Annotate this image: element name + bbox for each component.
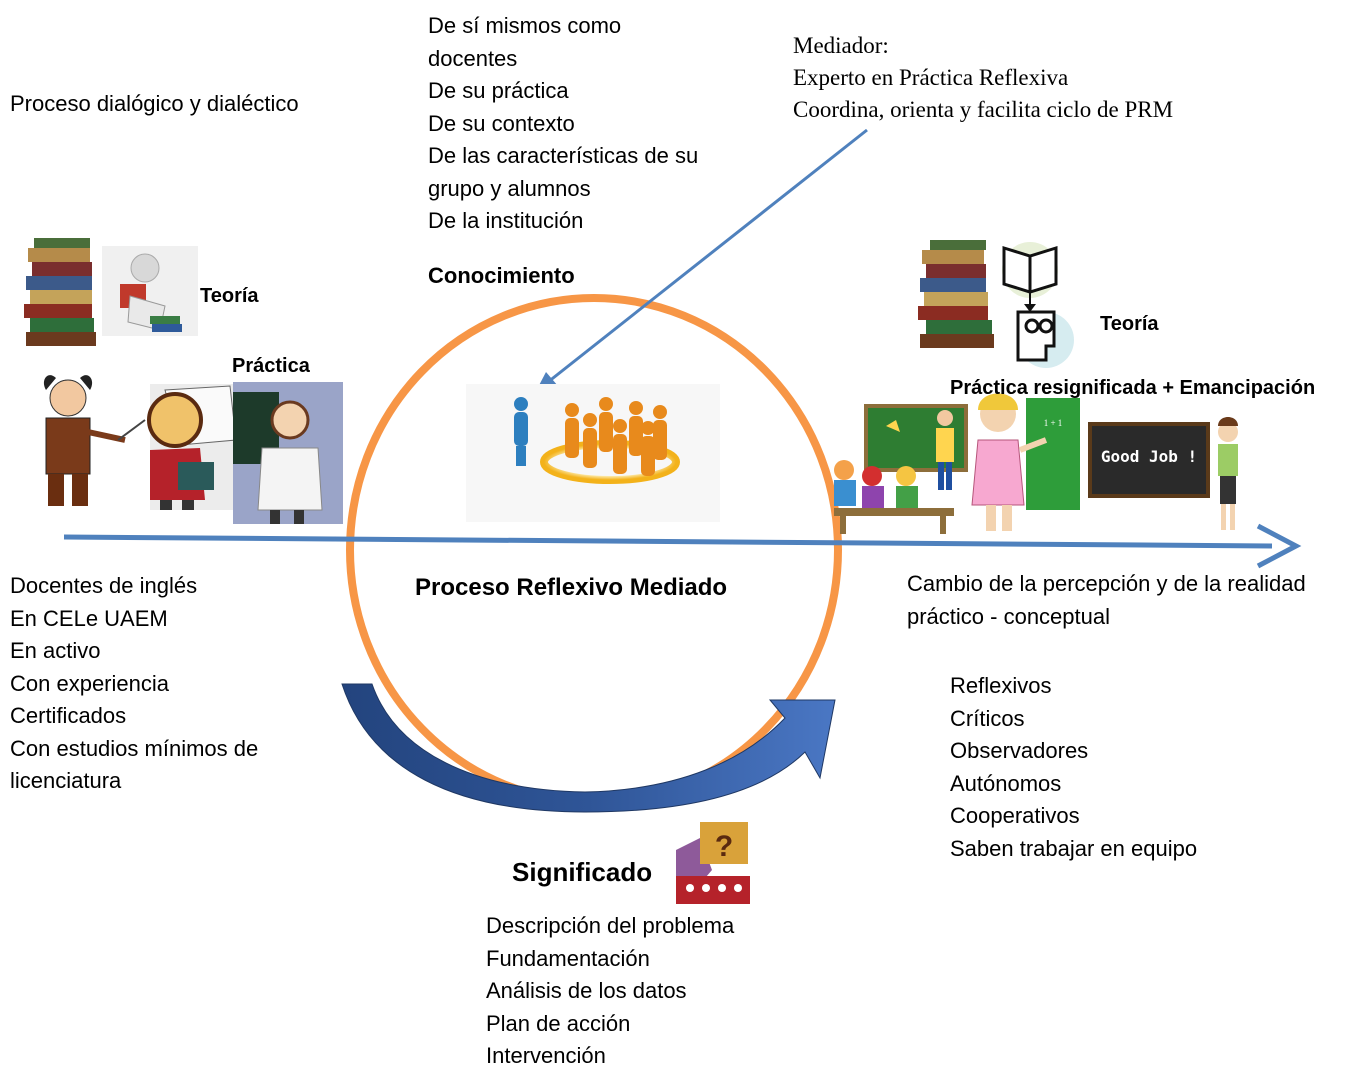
trait-item: Saben trabajar en equipo [950,835,1198,861]
trait-item: Autónomos [950,770,1062,796]
trait-item: Reflexivos [950,673,1052,698]
people-group-icon [466,384,720,522]
reflective-process-circle [346,294,842,806]
knowledge-item: De su contexto [428,110,575,136]
trait-item: Cooperativos [950,803,1080,828]
teacher-profile-item: En activo [10,638,101,663]
knowledge-item: De sí mismos como [428,13,622,38]
svg-text:?: ? [715,830,733,863]
teacher-profile-item: licenciatura [10,768,122,793]
timeline-arrowhead [1256,523,1302,569]
books-stack-icon-right [918,240,994,348]
teacher-profile-item: Docentes de inglés [10,573,198,598]
mediator-box: Mediador: Experto en Práctica Reflexiva … [793,30,1173,126]
knowledge-title: Conocimiento [428,263,575,288]
teacher-profile-list: Docentes de inglés En CELe UAEM En activ… [10,570,258,798]
cycle-curved-arrow [341,683,836,813]
smiling-teacher-icon: 1 + 1 [971,393,1080,531]
knowledge-item: docentes [428,45,518,71]
mediator-line: Mediador: [793,33,889,58]
reading-figure-icon [102,246,198,336]
circle-title: Proceso Reflexivo Mediado [415,574,728,601]
left-practice-label: Práctica [232,355,310,377]
process-label: Proceso dialógico y dialéctico [10,91,299,116]
books-stack-icon-left [24,238,96,346]
cycle-step: Análisis de los datos [486,978,687,1003]
change-line: práctico - conceptual [907,603,1110,629]
open-book-to-thinker-icon [1002,242,1074,368]
traits-list: Reflexivos Críticos Observadores Autónom… [950,670,1197,865]
teacher-profile-item: Con experiencia [10,670,169,696]
teacher-with-pointer-icon [43,375,146,506]
timeline-arrow-line [63,534,1273,549]
left-theory-label: Teoría [200,285,259,307]
knowledge-item: De la institución [428,208,584,233]
board-equation: 1 + 1 [1044,418,1063,428]
question-thinker-icon: ? [676,822,750,904]
trait-item: Observadores [950,738,1089,763]
right-practice-label: Práctica resignificada + Emancipación [950,377,1316,399]
cycle-step: Descripción del problema [486,913,735,938]
knowledge-list: De sí mismos como docentes De su práctic… [428,10,698,238]
student-with-book-icon [147,384,238,510]
knowledge-item: De su práctica [428,78,569,103]
teacher-profile-item: En CELe UAEM [10,605,168,631]
knowledge-item: grupo y alumnos [428,175,591,201]
right-theory-label: Teoría [1100,313,1159,335]
mediator-line: Coordina, orienta y facilita ciclo de PR… [793,97,1174,122]
change-description: Cambio de la percepción y de la realidad… [907,568,1306,633]
trait-item: Críticos [950,705,1025,731]
good-job-text: Good Job ! [1101,447,1197,466]
cycle-step: Plan de acción [486,1010,631,1036]
classroom-scene-icon [834,404,968,534]
knowledge-item: De las características de su [428,143,699,168]
meaning-title: Significado [512,857,653,887]
mediator-arrow-line [547,128,868,384]
teacher-profile-item: Con estudios mínimos de [10,735,259,761]
good-job-blackboard-icon: Good Job ! [1088,417,1238,530]
cycle-step: Intervención [486,1043,606,1068]
teacher-profile-item: Certificados [10,703,127,728]
mediator-line: Experto en Práctica Reflexiva [793,65,1069,90]
cycle-step: Fundamentación [486,945,650,971]
teacher-at-blackboard-icon [233,382,343,524]
cycle-steps-list: Descripción del problema Fundamentación … [486,910,734,1073]
change-line: Cambio de la percepción y de la realidad [907,571,1306,596]
